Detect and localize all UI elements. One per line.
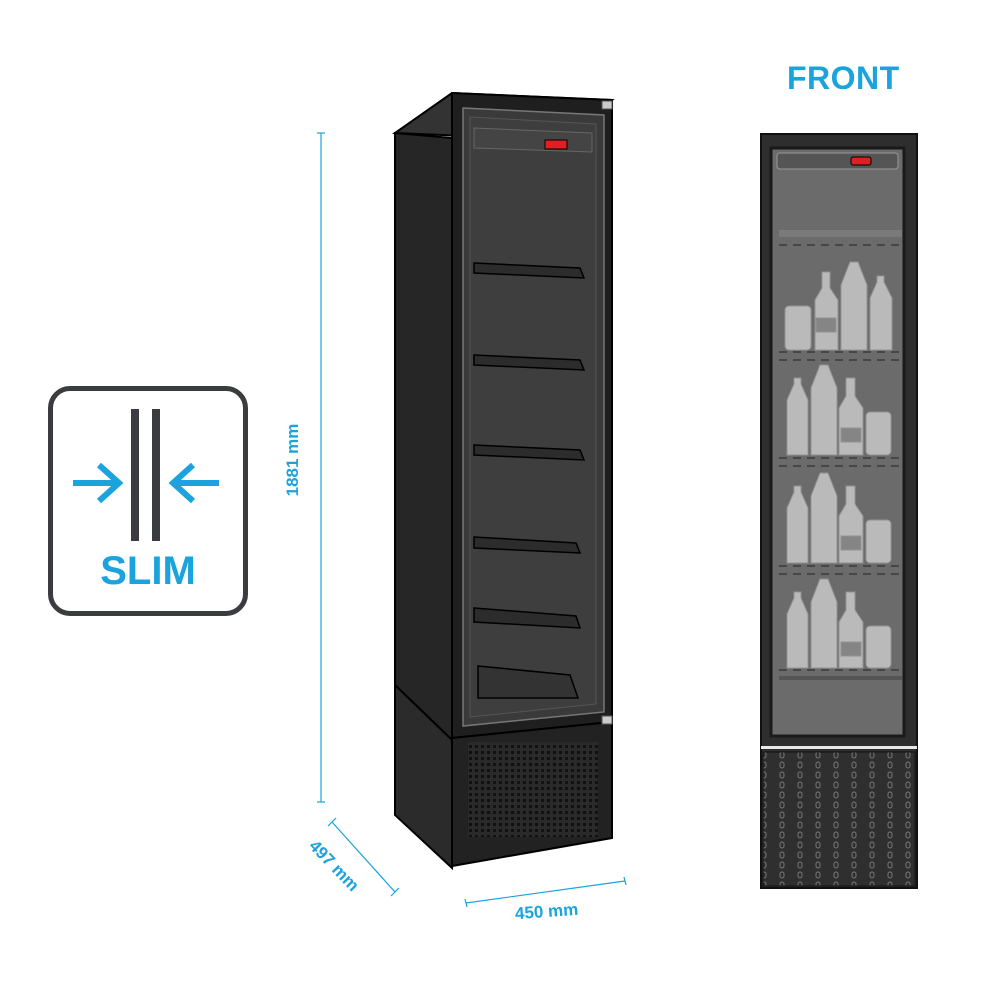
height-dimension-line [317,132,325,803]
depth-dimension-line [327,817,400,897]
slim-badge: SLIM [48,386,248,616]
fridge-front-view [760,133,918,889]
slim-label: SLIM [100,549,196,593]
height-dimension-label: 1881 mm [283,423,302,497]
compress-arrows-icon [73,409,219,541]
fridge-3d [392,91,615,871]
front-view-title: FRONT [787,60,900,96]
temperature-display-icon [544,139,568,150]
width-dimension-line [464,876,627,908]
